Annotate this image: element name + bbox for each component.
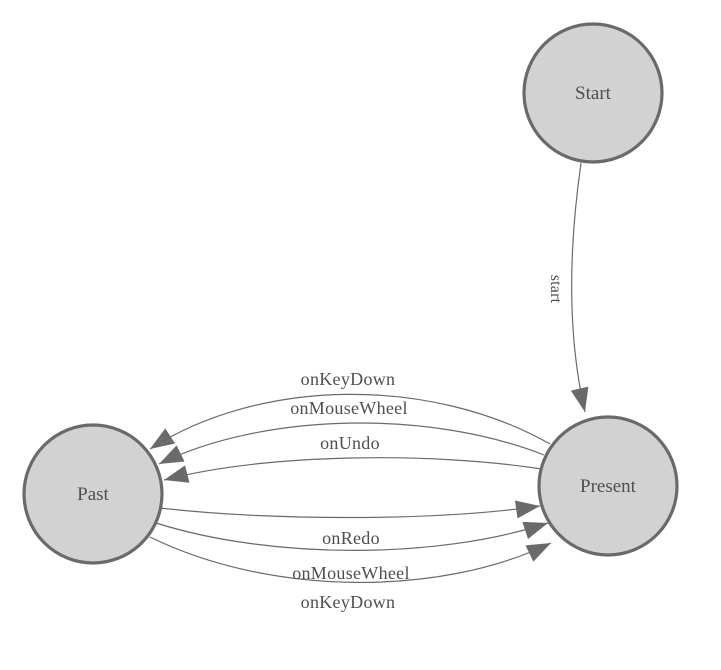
edge-label-onkeydown-lower: onKeyDown [301, 592, 396, 612]
edge-past-to-present-onredo [159, 500, 541, 519]
edge-label-onkeydown-upper: onKeyDown [301, 369, 396, 389]
edge-label-onmousewheel-lower: onMouseWheel [292, 563, 410, 583]
edge-label-onundo: onUndo [320, 433, 380, 453]
edge-start-to-present [570, 162, 589, 413]
edge-past-to-present-onmousewheel [155, 521, 549, 551]
past-node-circle[interactable] [22, 423, 164, 565]
edge-present-to-past-onundo [163, 457, 543, 483]
edge-label-start: start [547, 275, 564, 304]
start-node-label: Start [575, 83, 612, 104]
start-node-circle[interactable] [522, 22, 664, 164]
edge-present-to-past-onkeydown [149, 393, 551, 450]
edge-past-to-present-onkeydown [149, 536, 552, 584]
edge-label-onmousewheel-upper: onMouseWheel [290, 398, 408, 418]
past-node-label: Past [77, 484, 109, 505]
state-node-present[interactable]: Present [537, 415, 679, 557]
present-node-label: Present [580, 476, 637, 497]
edge-label-onredo: onRedo [322, 528, 380, 548]
state-node-start[interactable]: Start [522, 22, 664, 164]
present-node-circle[interactable] [537, 415, 679, 557]
edge-present-to-past-onmousewheel [158, 422, 545, 465]
state-node-past[interactable]: Past [22, 423, 164, 565]
